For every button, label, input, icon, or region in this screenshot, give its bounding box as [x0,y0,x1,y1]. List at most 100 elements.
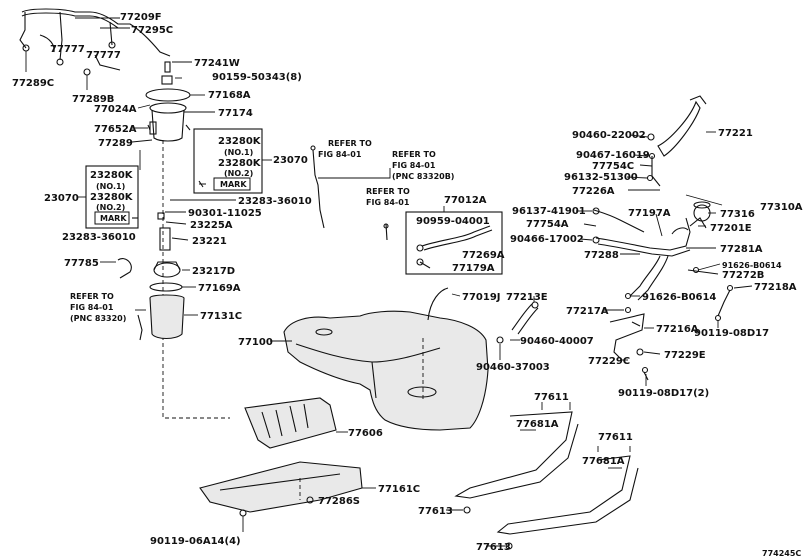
label-77611-b: 77611 [598,432,633,443]
label-77316: 77316 [720,209,755,220]
label-90959-04001: 90959-04001 [416,216,490,227]
label-90460-22002: 90460-22002 [572,130,646,141]
label-91626-B0614-a: 91626-B0614 [722,261,782,270]
label-77613-a: 77613 [418,506,453,517]
filler-bracket-assembly [604,306,661,386]
label-refer-2-b: FIG 84-01 [318,150,362,159]
label-77613-b: 77613 [476,542,511,553]
label-77217A: 77217A [566,306,609,317]
label-23280K-no1-left: 23280K [90,170,134,181]
fuel-tank-protector-77161C [199,461,376,532]
label-90466-17002: 90466-17002 [510,234,584,245]
label-90467-16019: 90467-16019 [576,150,650,161]
refer-leads [310,145,391,241]
label-no1-left: (NO.1) [96,182,125,191]
label-no2-left: (NO.2) [96,203,125,212]
figure-code: 774245C [762,549,801,558]
label-77169A: 77169A [198,283,241,294]
label-77269A: 77269A [462,250,505,261]
label-77611-a: 77611 [534,392,569,403]
label-77213E: 77213E [506,292,548,303]
label-77777-b: 77777 [86,50,121,61]
label-no2-right: (NO.2) [224,169,253,178]
tank-band-front [454,402,579,499]
band-bolts [446,506,513,550]
label-90301-11025: 90301-11025 [188,208,262,219]
label-77012A: 77012A [444,195,487,206]
label-mark-left: MARK [100,214,127,223]
label-77754A: 77754A [526,219,569,230]
fuel-pump-assembly [100,61,236,419]
fuel-line-assembly-top-left [19,8,171,90]
label-90119-08D17-2: 90119-08D17(2) [618,388,709,399]
fuel-tank [270,287,489,431]
label-90119-06A14: 90119-06A14(4) [150,536,241,547]
part-labels: 77209F 77295C 77777 77777 77289C 77241W … [12,12,803,558]
label-77281A: 77281A [720,244,763,255]
label-77179A: 77179A [452,263,495,274]
label-23283-36010-right: 23283-36010 [238,196,312,207]
label-91626-B0614-b: 91626-B0614 [642,292,716,303]
label-77295C: 77295C [131,25,173,36]
label-77652A: 77652A [94,124,137,135]
label-77131C: 77131C [200,311,242,322]
label-96132-51300: 96132-51300 [564,172,638,183]
label-77288: 77288 [584,250,619,261]
label-23070-left: 23070 [44,193,79,204]
label-77286S: 77286S [318,496,360,507]
breather-tube-77221 [626,95,716,191]
label-23221: 23221 [192,236,227,247]
label-90460-37003: 90460-37003 [476,362,550,373]
label-23070-right: 23070 [273,155,308,166]
label-77289B: 77289B [72,94,114,105]
label-refer-4-b: FIG 84-01 [366,198,410,207]
label-refer-1-a: REFER TO [70,292,114,301]
label-refer-1-c: (PNC 83320) [70,314,126,323]
label-77289: 77289 [98,138,133,149]
label-refer-4-a: REFER TO [366,187,410,196]
label-77209F: 77209F [120,12,162,23]
tank-band-rear [496,446,639,535]
sender-gauge-box-left [78,165,139,229]
label-77681A-b: 77681A [582,456,625,467]
heat-insulator-77606 [244,397,348,449]
label-refer-3-b: FIG 84-01 [392,161,436,170]
label-77168A: 77168A [208,90,251,101]
filler-pipe-assembly [576,194,753,328]
label-23280K-no2-left: 23280K [90,192,134,203]
label-23217D: 23217D [192,266,235,277]
label-refer-3-c: (PNC 83320B) [392,172,454,181]
label-refer-3-a: REFER TO [392,150,436,159]
label-77229C: 77229C [588,356,630,367]
label-77229E: 77229E [664,350,706,361]
label-mark-right: MARK [220,180,247,189]
label-77681A-a: 77681A [516,419,559,430]
label-77310A: 77310A [760,202,803,213]
label-77241W: 77241W [194,58,240,69]
label-77197A: 77197A [628,208,671,219]
label-23225A: 23225A [190,220,233,231]
label-77777-a: 77777 [50,44,85,55]
label-90460-40007: 90460-40007 [520,336,594,347]
label-96137-41901: 96137-41901 [512,206,586,217]
label-77161C: 77161C [378,484,420,495]
label-refer-1-b: FIG 84-01 [70,303,114,312]
label-90119-08D17: 90119-08D17 [694,328,769,339]
label-77272B: 77272B [722,270,764,281]
label-refer-2-a: REFER TO [328,139,372,148]
label-90159-50343: 90159-50343(8) [212,72,302,83]
label-77024A: 77024A [94,104,137,115]
label-77019J: 77019J [462,292,501,303]
label-77218A: 77218A [754,282,797,293]
label-77606: 77606 [348,428,383,439]
label-77785: 77785 [64,258,99,269]
label-77216A: 77216A [656,324,699,335]
label-77201E: 77201E [710,223,752,234]
label-23280K-no1-right: 23280K [218,136,262,147]
label-23280K-no2-right: 23280K [218,158,262,169]
fuel-hose-77213E [496,296,539,360]
label-77754C: 77754C [592,161,634,172]
label-77100: 77100 [238,337,273,348]
label-77226A: 77226A [572,186,615,197]
